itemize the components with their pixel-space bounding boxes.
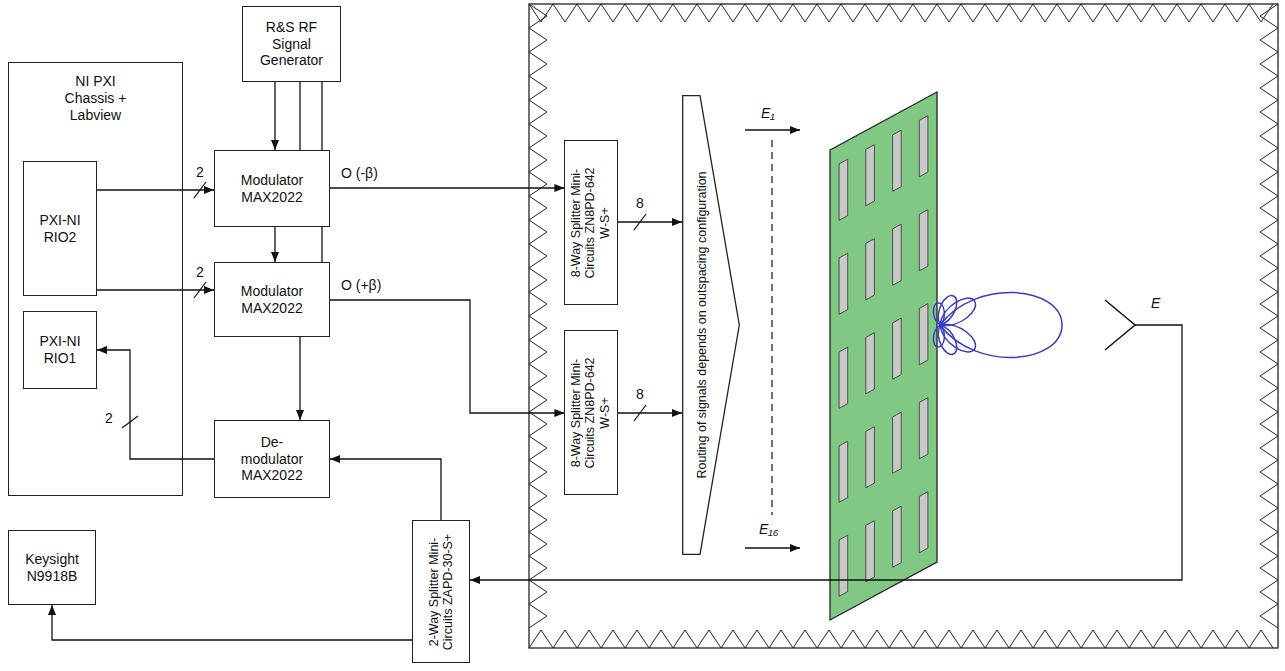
antenna-cable — [470, 325, 1182, 580]
splitter-box: 8-Way Splitter Mini-Circuits ZN8PD-642 W… — [564, 140, 617, 305]
generator-box: R&S RF Signal Generator — [242, 6, 341, 82]
bus-width: 8 — [635, 196, 645, 211]
connector — [97, 189, 214, 190]
rotated-label: 2-Way Splitter Mini-Circuits ZAPD-30-S+ — [427, 528, 456, 656]
routing-wedge: Routing of signals depends on outspacing… — [682, 95, 740, 555]
beam-lobe — [940, 293, 1062, 358]
field-label: E₁₆ — [758, 522, 779, 537]
signal-label: O (+β) — [340, 278, 382, 293]
field-label: E₁ — [760, 106, 776, 121]
absorber-zigzag — [529, 4, 1278, 648]
beam-lobe — [938, 296, 956, 325]
modulator-box: Modulator MAX2022 — [214, 150, 330, 227]
field-arrow — [745, 547, 800, 548]
patch-element — [919, 398, 928, 459]
connector — [321, 227, 322, 262]
zigzag-path — [529, 4, 1278, 648]
modulator-box: Modulator MAX2022 — [214, 262, 330, 337]
patch-element — [893, 224, 902, 285]
patch-element — [839, 347, 848, 408]
connector — [299, 82, 300, 150]
bus-width: 2 — [104, 411, 114, 426]
connector — [97, 289, 214, 290]
patch-element — [839, 159, 848, 220]
splitter-box: 2-Way Splitter Mini-Circuits ZAPD-30-S+ — [412, 520, 470, 663]
beam-lobe — [933, 303, 944, 325]
node-label: PXI-NI RIO2 — [29, 212, 91, 246]
rio-box: PXI-NI RIO2 — [23, 161, 97, 296]
field-label: E — [1150, 296, 1161, 311]
connector — [52, 605, 412, 640]
splitter-box: 8-Way Splitter Mini-Circuits ZN8PD-642 W… — [564, 330, 617, 495]
connector — [330, 187, 564, 188]
patch-element — [893, 130, 902, 191]
anechoic-chamber — [529, 4, 1278, 648]
beam-lobe — [940, 298, 976, 326]
node-label: NI PXI Chassis + Labview — [56, 73, 136, 123]
patch-element — [893, 412, 902, 473]
connector — [618, 412, 682, 413]
patch-element — [919, 304, 928, 365]
node-label: R&S RF Signal Generator — [252, 19, 332, 69]
patch-element — [893, 506, 902, 567]
wedge-shape — [683, 96, 740, 555]
beam-lobe — [933, 325, 944, 347]
receive-antenna — [1105, 300, 1135, 350]
connector — [330, 459, 441, 520]
node-label: Keysight N9918B — [14, 551, 90, 585]
patch-elements — [839, 116, 928, 597]
rotated-label: 8-Way Splitter Mini-Circuits ZN8PD-642 W… — [569, 161, 612, 285]
radiation-pattern — [933, 293, 1062, 358]
beam-lobe — [940, 324, 976, 352]
patch-element — [839, 253, 848, 314]
signal-label: O (-β) — [340, 166, 379, 181]
demodulator-box: De-modulator MAX2022 — [214, 420, 330, 498]
antenna-array — [830, 92, 937, 620]
node-label: Modulator MAX2022 — [232, 283, 312, 317]
node-label: De-modulator MAX2022 — [236, 434, 308, 484]
connector — [321, 82, 322, 150]
connector — [299, 337, 300, 420]
connector — [97, 350, 214, 459]
chassis-box: NI PXI Chassis + LabviewPXI-NI RIO2PXI-N… — [8, 62, 183, 496]
bus-width: 8 — [635, 387, 645, 402]
analyzer-box: Keysight N9918B — [8, 530, 96, 605]
node-label: Modulator MAX2022 — [232, 172, 312, 206]
connector — [618, 221, 682, 222]
patch-element — [866, 333, 875, 394]
rio-box: PXI-NI RIO1 — [23, 311, 97, 389]
patch-element — [919, 210, 928, 271]
field-arrow — [745, 129, 800, 130]
patch-element — [839, 441, 848, 502]
connector — [274, 227, 275, 262]
patch-element — [866, 239, 875, 300]
bus-width: 2 — [195, 265, 205, 280]
patch-element — [866, 145, 875, 206]
connector — [274, 82, 275, 150]
node-label: PXI-NI RIO1 — [29, 333, 91, 367]
patch-element — [866, 427, 875, 488]
connector — [330, 300, 564, 413]
bus-width: 2 — [195, 165, 205, 180]
dashed-line — [771, 140, 772, 515]
rotated-label: Routing of signals depends on outspacing… — [695, 115, 709, 535]
patch-element — [839, 535, 848, 596]
wedge-outline — [682, 95, 740, 555]
patch-element — [893, 318, 902, 379]
patch-element — [919, 492, 928, 553]
beam-lobe — [938, 325, 956, 354]
patch-element — [919, 116, 928, 177]
patch-element — [866, 521, 875, 582]
rotated-label: 8-Way Splitter Mini-Circuits ZN8PD-642 W… — [569, 351, 612, 475]
